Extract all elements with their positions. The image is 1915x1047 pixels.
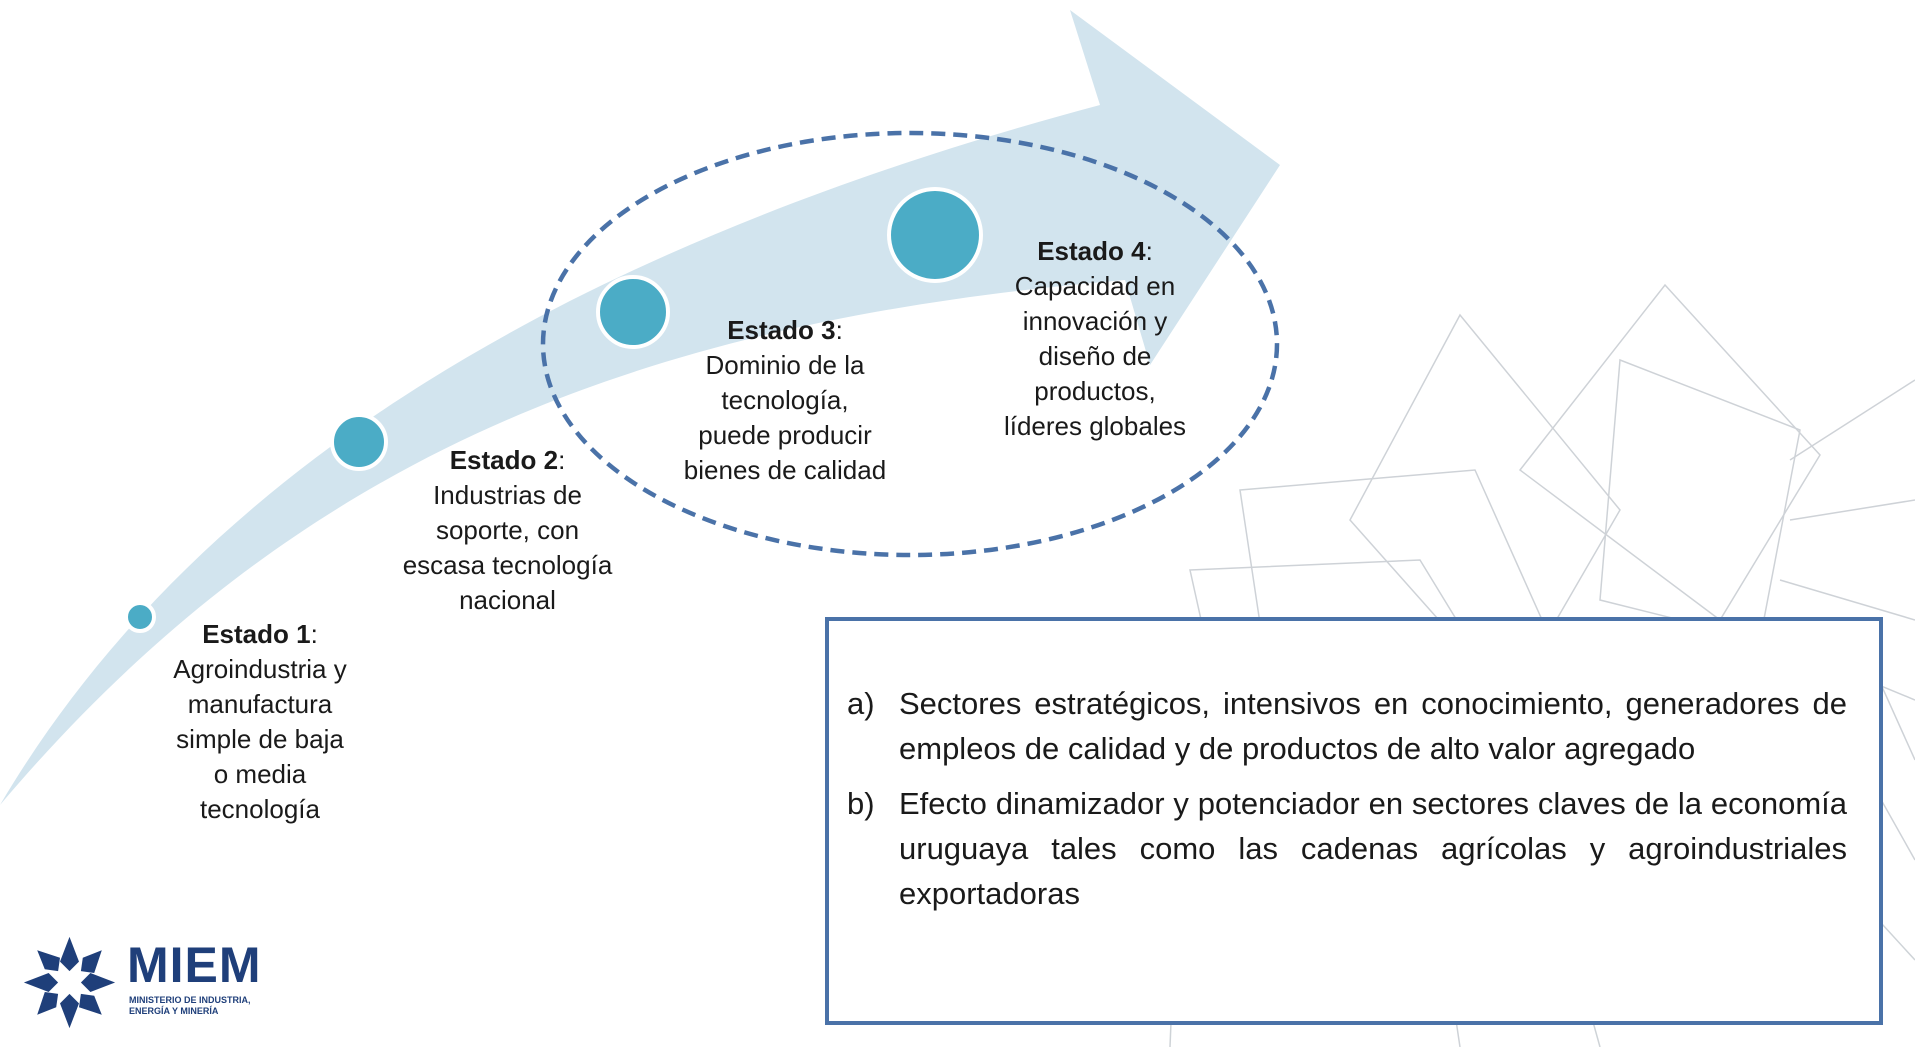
info-item-a-text: Sectores estratégicos, intensivos en con… — [899, 686, 1847, 766]
stage-4-line-3: diseño de — [1038, 341, 1152, 371]
logo-subtitle: MINISTERIO DE INDUSTRIA, ENERGÍA Y MINER… — [129, 995, 289, 1017]
miem-star-icon — [23, 936, 116, 1029]
stage-2-line-4: nacional — [459, 585, 556, 615]
info-item-b: b) Efecto dinamizador y potenciador en s… — [847, 781, 1847, 916]
stage-1-line-2: manufactura — [187, 689, 333, 719]
stage-4-line-2: innovación y — [1022, 306, 1168, 336]
logo-subtitle-line-2: ENERGÍA Y MINERÍA — [129, 1006, 219, 1016]
stage-2-line-3: escasa tecnología — [402, 550, 613, 580]
info-item-a: a) Sectores estratégicos, intensivos en … — [847, 681, 1847, 771]
stage-2-line-2: soporte, con — [435, 515, 580, 545]
stage-1-node — [124, 601, 156, 633]
stage-3-line-2: tecnología, — [721, 385, 849, 415]
stage-1-label: Estado 1: Agroindustria y manufactura si… — [140, 617, 380, 827]
stage-4-colon: : — [1145, 236, 1153, 266]
stage-3-line-1: Dominio de la — [705, 350, 865, 380]
stage-3-title: Estado 3 — [727, 315, 836, 345]
stage-nodes — [124, 187, 983, 633]
info-item-b-marker: b) — [847, 786, 875, 821]
logo-name: MIEM — [127, 937, 262, 993]
stage-1-line-5: tecnología — [200, 794, 320, 824]
stage-4-title: Estado 4 — [1037, 236, 1146, 266]
info-box: a) Sectores estratégicos, intensivos en … — [825, 617, 1883, 1025]
stage-4-label: Estado 4: Capacidad en innovación y dise… — [975, 234, 1215, 444]
stage-3-line-3: puede producir — [698, 420, 872, 450]
stage-2-line-1: Industrias de — [433, 480, 582, 510]
stage-4-line-1: Capacidad en — [1014, 271, 1176, 301]
stage-3-colon: : — [835, 315, 843, 345]
info-item-a-marker: a) — [847, 686, 875, 721]
info-item-b-text: Efecto dinamizador y potenciador en sect… — [899, 786, 1847, 911]
stage-2-label: Estado 2: Industrias de soporte, con esc… — [385, 443, 630, 618]
stage-2-node — [330, 413, 388, 471]
stage-2-title: Estado 2 — [449, 445, 559, 475]
logo-subtitle-line-1: MINISTERIO DE INDUSTRIA, — [129, 995, 251, 1005]
dashed-ellipse — [540, 130, 1280, 558]
stage-3-node — [596, 275, 670, 349]
stage-1-line-3: simple de baja — [176, 724, 344, 754]
stage-4-line-5: líderes globales — [1003, 411, 1187, 441]
stage-4-line-4: productos, — [1034, 376, 1156, 406]
stage-1-colon: : — [310, 619, 318, 649]
miem-logo: MIEM MINISTERIO DE INDUSTRIA, ENERGÍA Y … — [22, 935, 282, 1030]
info-list: a) Sectores estratégicos, intensivos en … — [847, 681, 1847, 926]
stage-1-line-1: Agroindustria y — [173, 654, 347, 684]
stage-3-label: Estado 3: Dominio de la tecnología, pued… — [650, 313, 920, 488]
stage-1-title: Estado 1 — [202, 619, 311, 649]
stage-2-colon: : — [558, 445, 566, 475]
stage-3-line-4: bienes de calidad — [683, 455, 887, 485]
stage-4-node — [887, 187, 983, 283]
stage-1-line-4: o media — [213, 759, 307, 789]
